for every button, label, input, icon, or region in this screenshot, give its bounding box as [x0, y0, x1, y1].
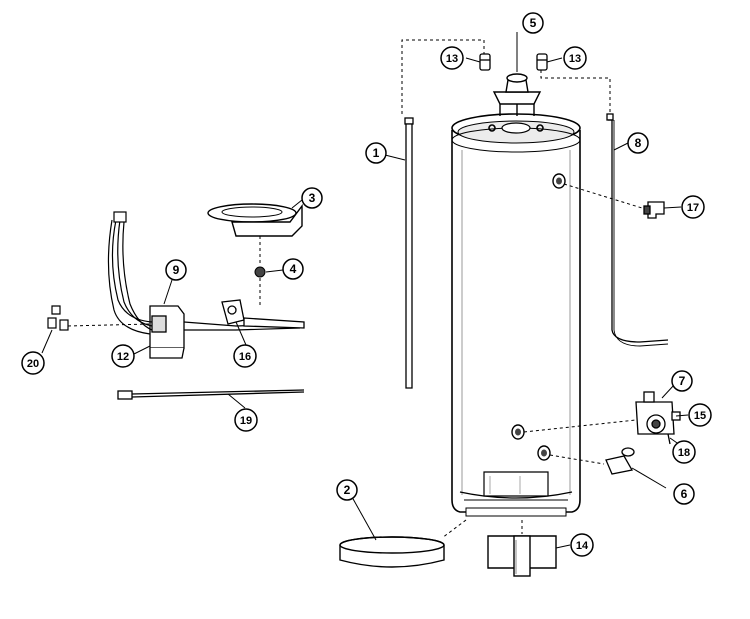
callout-label: 2 — [344, 483, 351, 497]
callout-label: 8 — [635, 136, 642, 150]
callout-label: 3 — [309, 191, 316, 205]
callout-6: 6 — [673, 483, 695, 505]
callout-label: 20 — [27, 358, 39, 370]
callout-label: 13 — [446, 53, 458, 65]
callout-1: 1 — [365, 142, 387, 164]
callout-label: 12 — [117, 351, 129, 363]
callout-3: 3 — [301, 187, 323, 209]
heat-trap-nipple-left — [479, 53, 491, 71]
callout-2: 2 — [336, 479, 358, 501]
callout-13-right: 13 — [563, 46, 587, 70]
pilot-assembly — [221, 299, 305, 329]
draft-hood — [492, 38, 542, 116]
callout-7: 7 — [671, 370, 693, 392]
heat-trap-nipple-right — [536, 53, 548, 71]
base-ring — [339, 536, 445, 568]
anode-rod — [404, 117, 414, 389]
callout-label: 9 — [173, 263, 180, 277]
callout-8: 8 — [627, 132, 649, 154]
callout-label: 18 — [678, 447, 690, 459]
dashed-guides — [67, 39, 643, 539]
callout-17: 17 — [681, 195, 705, 219]
callout-4: 4 — [282, 258, 304, 280]
burner-assembly — [207, 203, 303, 237]
callout-9: 9 — [165, 259, 187, 281]
callout-label: 14 — [576, 540, 589, 552]
callout-label: 19 — [240, 415, 252, 427]
callout-20: 20 — [21, 351, 45, 375]
thermostat-block — [149, 305, 185, 359]
callout-13-left: 13 — [440, 46, 464, 70]
callout-label: 13 — [569, 53, 581, 65]
callout-14: 14 — [570, 533, 594, 557]
elbow-fitting — [643, 201, 665, 219]
burner-door — [487, 535, 557, 577]
tank — [451, 113, 581, 517]
callout-label: 7 — [679, 374, 686, 388]
callout-label: 15 — [694, 410, 706, 422]
leader-lines — [41, 32, 689, 549]
callout-5: 5 — [522, 12, 544, 34]
callout-12: 12 — [111, 344, 135, 368]
orifice — [254, 266, 266, 278]
wiring-harness — [107, 211, 301, 335]
callout-label: 16 — [239, 351, 251, 363]
callout-label: 6 — [681, 487, 688, 501]
callout-label: 4 — [290, 262, 297, 276]
callout-16: 16 — [233, 344, 257, 368]
callout-label: 17 — [687, 202, 699, 214]
callout-label: 5 — [530, 16, 537, 30]
dip-tube — [606, 113, 669, 347]
thermocouple — [117, 389, 305, 400]
callout-18: 18 — [672, 440, 696, 464]
gas-control-valve — [635, 391, 681, 445]
callout-label: 1 — [373, 146, 380, 160]
callout-15: 15 — [688, 403, 712, 427]
callout-19: 19 — [234, 408, 258, 432]
mounting-clips — [47, 305, 69, 331]
drain-valve — [605, 447, 635, 475]
